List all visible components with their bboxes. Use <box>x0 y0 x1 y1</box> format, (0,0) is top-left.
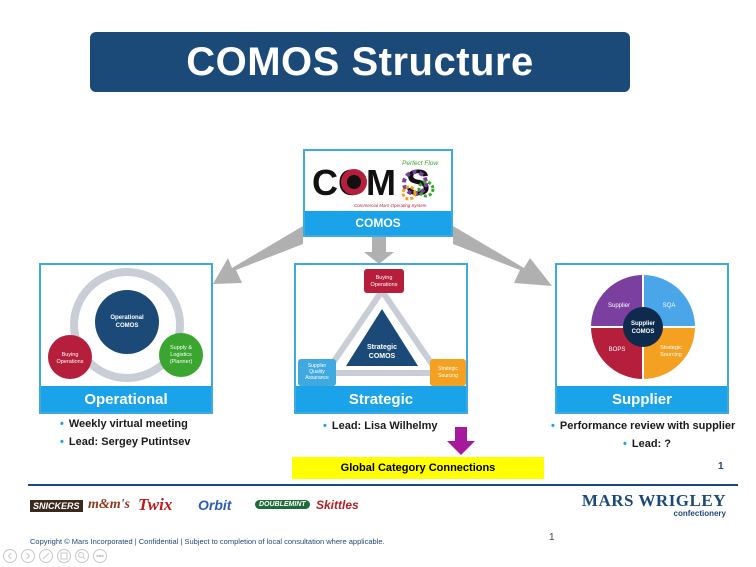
zoom-icon[interactable] <box>75 549 89 563</box>
operational-bullet-2: •Lead: Sergey Putintsev <box>60 436 191 448</box>
supplier-diagram: Supplier COMOS Supplier SQA BOPS Strateg… <box>591 275 695 379</box>
arrow-to-operational <box>213 226 303 284</box>
strategic-caption: Strategic <box>296 386 466 412</box>
page-number-bottom: 1 <box>549 532 555 543</box>
strategic-right-node <box>430 359 466 386</box>
divider <box>28 484 738 486</box>
operational-center-node <box>95 290 159 354</box>
more-options-icon[interactable] <box>93 549 107 563</box>
arrow-to-strategic <box>364 237 394 264</box>
arrow-to-supplier <box>453 226 552 286</box>
operational-diagram: Operational COMOS Buying Operations Supp… <box>48 268 203 382</box>
pen-icon[interactable] <box>39 549 53 563</box>
twix-logo: Twix <box>138 495 173 514</box>
svg-text:(Planner): (Planner) <box>170 359 193 365</box>
strategic-center-node <box>346 309 418 366</box>
supplier-caption: Supplier <box>557 386 727 412</box>
page-title: COMOS Structure <box>90 32 630 92</box>
operational-right-node <box>159 333 203 377</box>
previous-slide-icon[interactable] <box>3 549 17 563</box>
svg-text:Operations: Operations <box>371 282 398 288</box>
operational-bullet-1: •Weekly virtual meeting <box>60 418 188 430</box>
supplier-bullet-1: •Performance review with supplier <box>551 420 736 432</box>
svg-text:Assurance: Assurance <box>305 375 329 381</box>
mars-wrigley-sub: confectionery <box>673 509 726 518</box>
doublemint-logo: DOUBLEMINT <box>255 500 310 509</box>
comos-logo: COM S Perfect Flow Commercial Mars Opera… <box>312 160 439 208</box>
supplier-bullet-2: •Lead: ? <box>623 438 671 450</box>
svg-text:Operational: Operational <box>110 315 144 321</box>
snickers-logo: SNICKERS <box>30 500 83 512</box>
strategic-diagram: Strategic COMOS Buying Operations Suppli… <box>298 269 466 386</box>
slide-controls <box>3 549 107 563</box>
comos-top-box: COM S Perfect Flow Commercial Mars Opera… <box>303 149 453 237</box>
comos-logo-tag: Perfect Flow <box>402 160 439 167</box>
slides-grid-icon[interactable] <box>57 549 71 563</box>
comos-logo-word: COM S <box>312 162 430 203</box>
strategic-card: Strategic COMOS Buying Operations Suppli… <box>294 263 468 414</box>
mars-wrigley-name: MARS WRIGLEY <box>581 491 726 510</box>
svg-text:Supply &: Supply & <box>170 345 192 351</box>
strategic-bullet-1: •Lead: Lisa Wilhelmy <box>323 420 438 432</box>
comos-caption: COMOS <box>305 211 451 235</box>
svg-text:COMOS: COMOS <box>632 329 655 335</box>
mms-logo: m&m's <box>88 497 131 512</box>
down-arrow-global <box>447 427 475 455</box>
svg-text:Quality: Quality <box>309 369 325 375</box>
strategic-top-node <box>364 269 404 293</box>
svg-text:Buying: Buying <box>62 352 79 358</box>
svg-text:Buying: Buying <box>376 275 393 281</box>
svg-text:BOPS: BOPS <box>609 347 626 353</box>
svg-text:Supplier: Supplier <box>308 363 327 369</box>
svg-text:Logistics: Logistics <box>170 352 192 358</box>
svg-text:SQA: SQA <box>663 303 676 309</box>
svg-text:Strategic: Strategic <box>438 366 458 372</box>
svg-text:Strategic: Strategic <box>660 345 682 351</box>
skittles-logo: Skittles <box>316 498 359 512</box>
svg-text:Supplier: Supplier <box>631 321 656 327</box>
operational-left-node <box>48 335 92 379</box>
svg-text:COMOS: COMOS <box>369 353 396 360</box>
svg-text:Sourcing: Sourcing <box>438 373 458 379</box>
strategic-left-node <box>298 359 336 386</box>
supplier-center-node <box>623 307 663 347</box>
global-category-label: Global Category Connections <box>292 457 544 479</box>
operational-card: Operational COMOS Buying Operations Supp… <box>39 263 213 414</box>
copyright-notice: Copyright © Mars Incorporated | Confiden… <box>30 537 385 546</box>
svg-text:Operations: Operations <box>57 359 84 365</box>
svg-text:COMOS: COMOS <box>116 323 139 329</box>
supplier-card: Supplier COMOS Supplier SQA BOPS Strateg… <box>555 263 729 414</box>
operational-caption: Operational <box>41 386 211 412</box>
svg-text:Strategic: Strategic <box>367 344 397 351</box>
mars-wrigley-logo: MARS WRIGLEY confectionery <box>574 491 726 518</box>
comos-logo-sub: Commercial Mars Operating System <box>354 203 427 208</box>
next-slide-icon[interactable] <box>21 549 35 563</box>
orbit-logo: Orbit <box>198 497 232 513</box>
page-number-right: 1 <box>718 461 724 472</box>
svg-text:Supplier: Supplier <box>608 303 630 309</box>
svg-text:Sourcing: Sourcing <box>660 352 682 358</box>
